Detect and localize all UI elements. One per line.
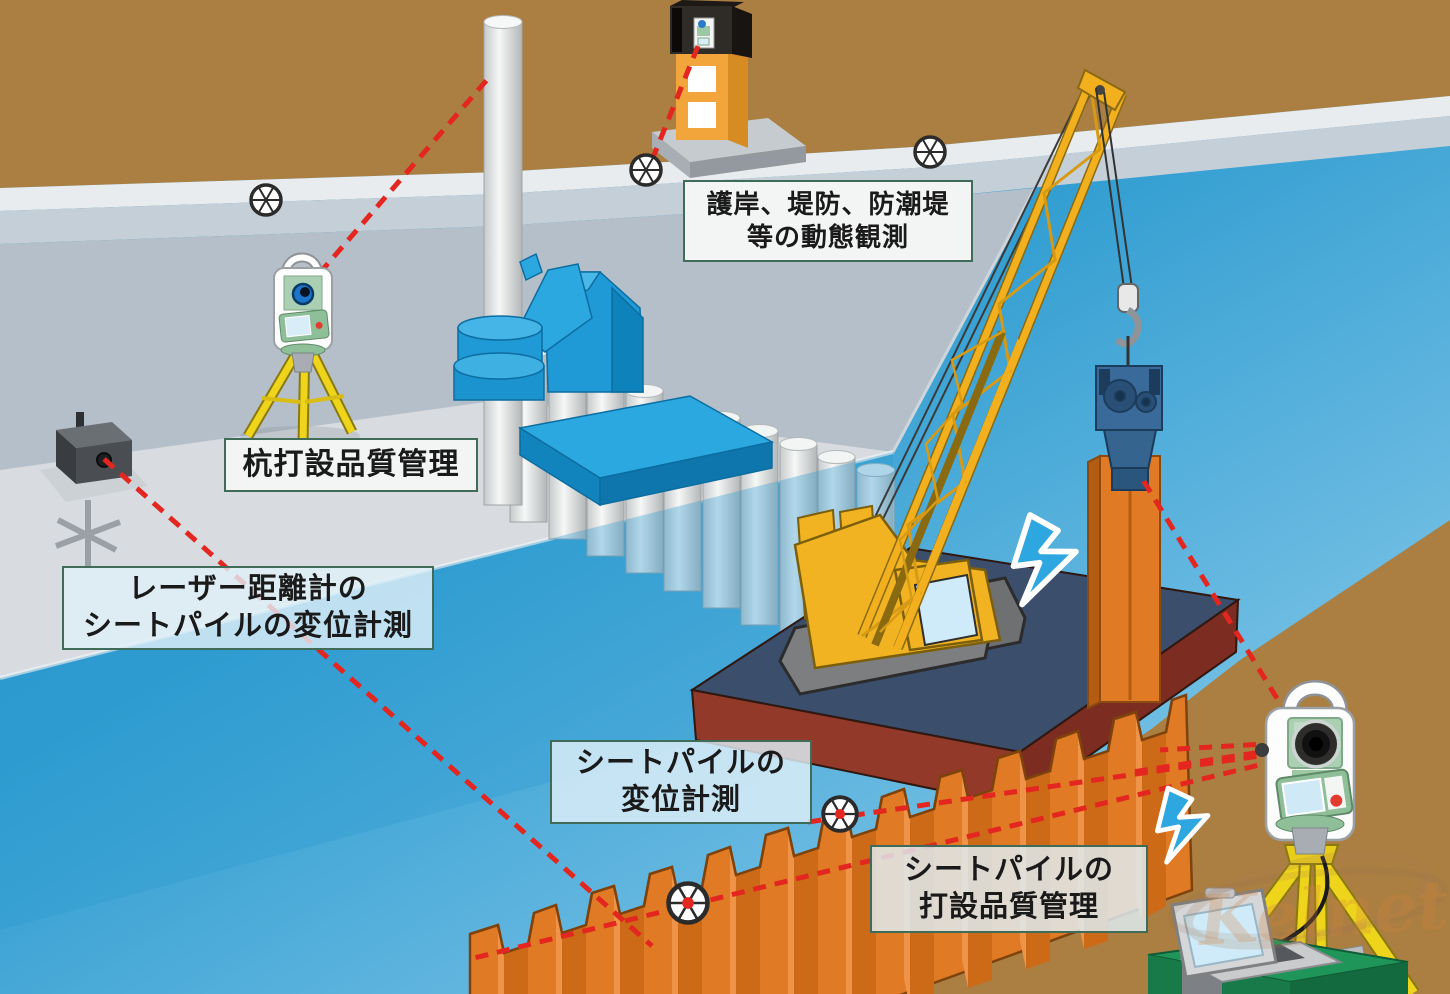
survey-target-icon [821,795,859,833]
waterline-wash [0,452,893,930]
steel-pipe-pile [483,15,523,506]
callout-line: 打設品質管理 [918,891,1099,923]
near-bank [620,520,1450,994]
mini-total-station [693,17,715,49]
callout-line: シートパイルの [903,853,1114,886]
monitoring-station [652,0,806,178]
crawler-crane [778,68,1142,696]
callout-line: 等の動態観測 [746,222,909,252]
vibro-hammer [1087,365,1163,710]
total-station-left [240,252,360,446]
callout-line: シートパイルの [575,746,786,779]
watermark-text: Kelnet [1193,865,1450,962]
pile-press-machine [453,252,775,507]
laptop-screen [1182,902,1265,969]
callout-sheet-pile-quality: シートパイルの 打設品質管理 [870,845,1148,933]
survey-target-icon [629,153,663,187]
callout-pile-driving-quality: 杭打設品質管理 [224,438,478,492]
callout-laser-rangefinder: レーザー距離計の シートパイルの変位計測 [62,566,434,650]
callout-line: 変位計測 [620,784,741,816]
survey-target-icon [913,135,947,169]
callout-embankment-monitoring: 護岸、堤防、防潮堤 等の動態観測 [683,180,973,262]
rugged-laptop [1170,887,1344,994]
survey-target-icon [669,884,708,923]
callout-line: 護岸、堤防、防潮堤 [706,188,950,219]
callout-line: シートパイルの変位計測 [82,610,413,642]
watermark: Kelnet [1167,850,1450,962]
callout-line: レーザー距離計の [128,572,368,605]
callout-line: 杭打設品質管理 [242,447,460,481]
field-laptop-station [1147,887,1409,994]
survey-targets [249,135,947,923]
survey-target-icon [249,183,283,217]
data-cable [1274,855,1330,947]
crane-hook [1114,283,1142,368]
callout-sheet-pile-displacement: シートパイルの 変位計測 [550,740,812,824]
